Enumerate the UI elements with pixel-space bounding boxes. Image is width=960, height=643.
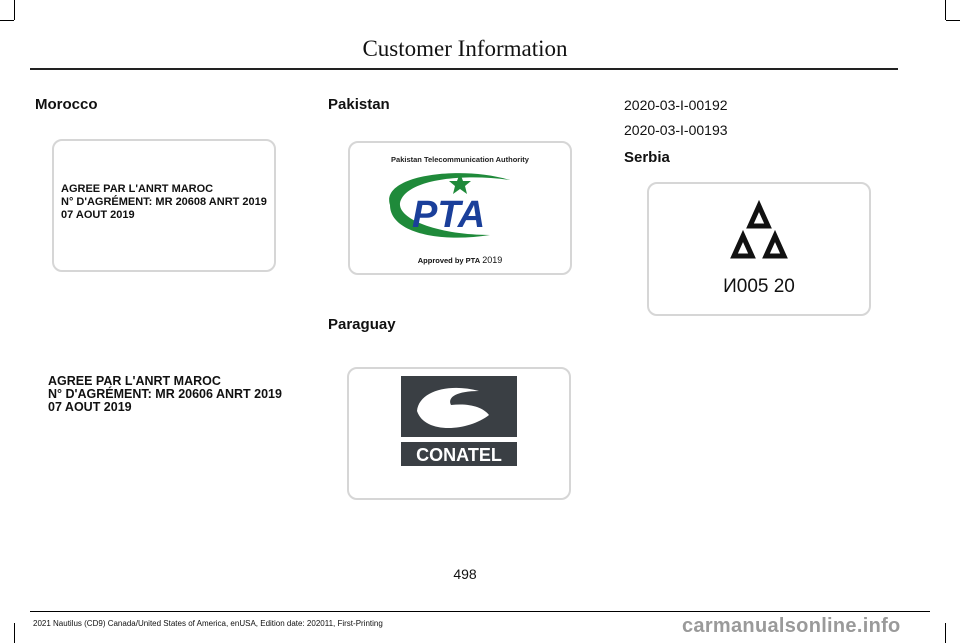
crop-mark — [14, 0, 15, 20]
pta-logo-card: Pakistan Telecommunication Authority PTA… — [348, 141, 572, 275]
crop-mark — [946, 20, 960, 21]
page-number: 498 — [453, 566, 477, 582]
serbia-heading: Serbia — [624, 149, 670, 166]
morocco-label-line: 07 AOUT 2019 — [48, 400, 132, 414]
morocco-label-plain: AGREE PAR L'ANRT MAROC N° D'AGRÉMENT: MR… — [48, 375, 282, 414]
watermark-text: carmanualsonline.info — [682, 615, 901, 637]
pta-approved-text: Approved by PTA — [417, 256, 481, 265]
header-rule — [30, 68, 898, 70]
crop-mark — [945, 623, 946, 643]
conatel-wordmark: CONATEL — [416, 445, 502, 465]
morocco-label-line: 07 AOUT 2019 — [61, 209, 135, 221]
morocco-label-card: AGREE PAR L'ANRT MAROC N° D'AGRÉMENT: MR… — [52, 139, 276, 272]
morocco-label-line: N° D'AGRÉMENT: MR 20606 ANRT 2019 — [48, 387, 282, 401]
paraguay-heading: Paraguay — [328, 316, 396, 333]
registration-code: 2020-03-I-00193 — [624, 122, 728, 138]
serbia-mark-card: И005 20 — [647, 182, 871, 316]
footer-rule — [30, 611, 930, 612]
pta-approved-line: Approved by PTA 2019 — [350, 255, 570, 265]
pta-logo-icon: PTA — [389, 173, 510, 238]
pta-authority-text: Pakistan Telecommunication Authority — [391, 155, 529, 164]
morocco-label-line: N° D'AGRÉMENT: MR 20608 ANRT 2019 — [61, 196, 267, 208]
footer-text: 2021 Nautilus (CD9) Canada/United States… — [33, 619, 383, 628]
pta-year: 2019 — [482, 255, 503, 265]
crop-mark — [945, 0, 946, 20]
page-title: Customer Information — [362, 36, 568, 61]
conatel-logo-icon: CONATEL — [401, 376, 517, 466]
morocco-label-line: AGREE PAR L'ANRT MAROC — [48, 374, 221, 388]
crop-mark — [0, 20, 14, 21]
serbia-triangle-mark-icon — [730, 199, 788, 259]
morocco-label-line: AGREE PAR L'ANRT MAROC — [61, 183, 214, 195]
serbia-mark-code: И005 20 — [723, 276, 795, 297]
conatel-logo-card: CONATEL — [347, 367, 571, 500]
registration-code: 2020-03-I-00192 — [624, 97, 728, 113]
pakistan-heading: Pakistan — [328, 96, 390, 113]
pta-wordmark: PTA — [412, 194, 485, 236]
morocco-heading: Morocco — [35, 96, 98, 113]
crop-mark — [14, 623, 15, 643]
